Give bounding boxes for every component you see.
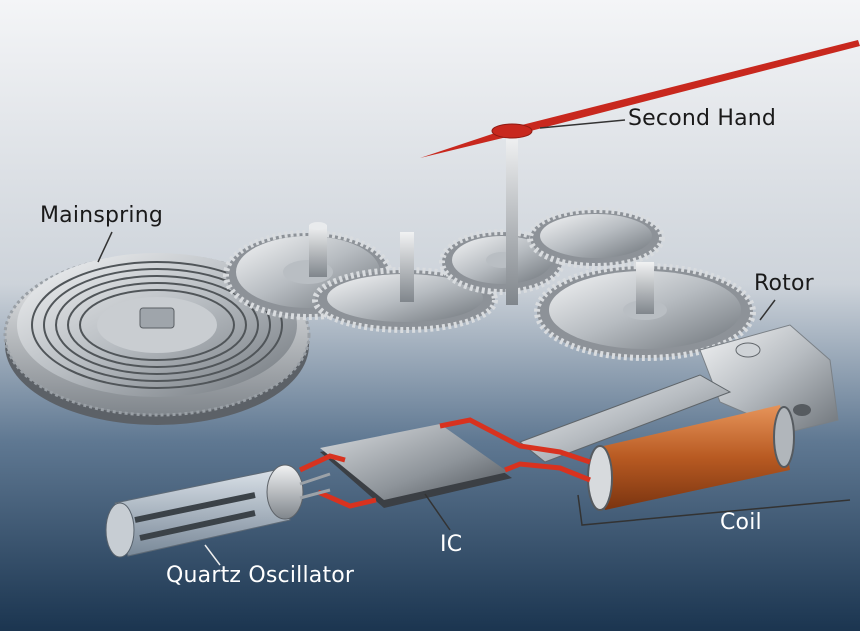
label-second-hand: Second Hand <box>628 106 777 131</box>
rotor-bridge <box>699 299 839 433</box>
gear-5 <box>534 262 756 361</box>
second-hand <box>420 40 860 305</box>
label-mainspring: Mainspring <box>40 203 164 228</box>
gear-4 <box>527 207 665 269</box>
gear-2 <box>312 232 498 333</box>
label-ic: IC <box>440 532 463 557</box>
ic-chip <box>320 424 512 531</box>
coil <box>577 405 851 526</box>
label-rotor: Rotor <box>754 271 814 296</box>
label-quartz-oscillator: Quartz Oscillator <box>166 563 355 588</box>
quartz-oscillator <box>105 464 331 566</box>
stator-arm <box>518 374 732 463</box>
label-coil: Coil <box>720 510 762 535</box>
wiring <box>298 417 591 509</box>
mainspring-barrel <box>3 231 311 425</box>
